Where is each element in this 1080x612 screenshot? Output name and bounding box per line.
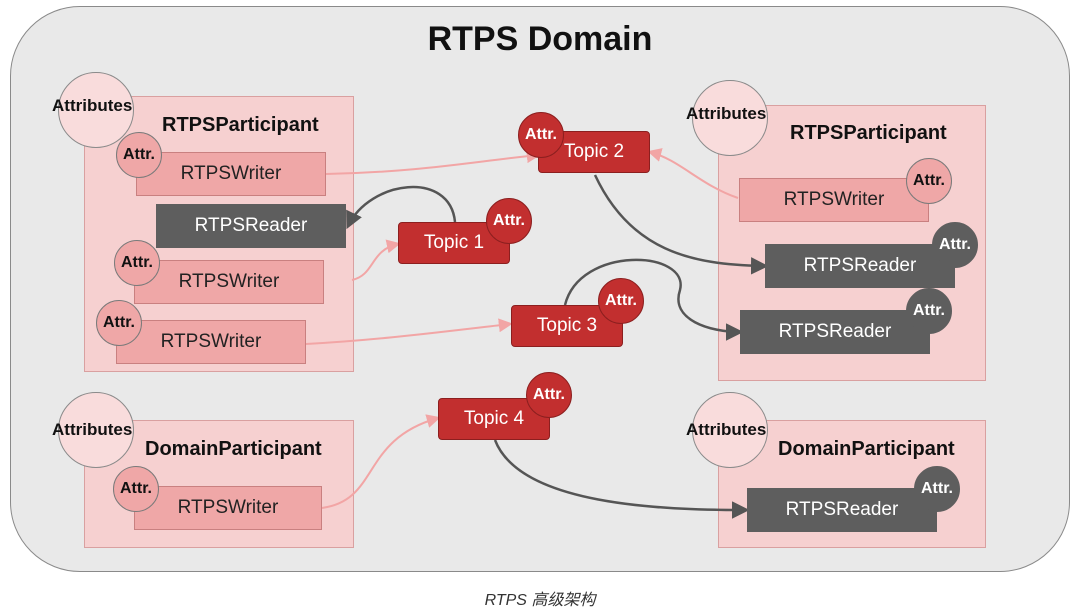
topic-attr-badge: Attr. <box>518 112 564 158</box>
link-topic2-reader <box>593 174 769 275</box>
link-writer-topic3 <box>305 318 513 345</box>
rtps-reader: RTPSReader <box>747 488 937 532</box>
writer-attr-badge: Attr. <box>96 300 142 346</box>
link-topic4-reader <box>493 439 750 519</box>
attributes-label: Attributes <box>686 420 767 439</box>
rtps-reader: RTPSReader <box>156 204 346 248</box>
rtps-writer: RTPSWriter <box>134 486 322 530</box>
reader-attr-badge: Attr. <box>932 222 978 268</box>
rtps-writer: RTPSWriter <box>134 260 324 304</box>
writer-attr-badge: Attr. <box>114 240 160 286</box>
link-writer-topic2 <box>325 149 541 175</box>
domain-participant-title: DomainParticipant <box>778 438 955 460</box>
topic-4: Topic 4 <box>438 398 550 440</box>
attributes-label: Attributes <box>686 104 767 123</box>
rtps-writer: RTPSWriter <box>136 152 326 196</box>
attributes-label: Attributes <box>52 96 133 115</box>
writer-attr-badge: Attr. <box>113 466 159 512</box>
reader-attr-badge: Attr. <box>914 466 960 512</box>
attributes-circle <box>58 392 134 468</box>
link-writer-topic2-right <box>647 148 739 199</box>
rtps-reader: RTPSReader <box>765 244 955 288</box>
rtps-writer: RTPSWriter <box>116 320 306 364</box>
link-writer-topic4 <box>321 414 441 509</box>
topic-attr-badge: Attr. <box>526 372 572 418</box>
attributes-circle <box>58 72 134 148</box>
rtps-reader: RTPSReader <box>740 310 930 354</box>
link-topic3-reader <box>563 258 744 341</box>
domain-participant-title: DomainParticipant <box>145 438 322 460</box>
rtps-writer: RTPSWriter <box>739 178 929 222</box>
writer-attr-badge: Attr. <box>116 132 162 178</box>
participant-title: RTPSParticipant <box>162 114 319 136</box>
link-topic1-reader <box>346 186 457 230</box>
domain-title: RTPS Domain <box>427 20 653 58</box>
topic-attr-badge: Attr. <box>598 278 644 324</box>
attributes-label: Attributes <box>52 420 133 439</box>
attributes-circle <box>692 392 768 468</box>
figure-caption: RTPS 高级架构 <box>484 592 596 609</box>
reader-attr-badge: Attr. <box>906 288 952 334</box>
attributes-circle <box>692 80 768 156</box>
participant-title: RTPSParticipant <box>790 122 947 144</box>
writer-attr-badge: Attr. <box>906 158 952 204</box>
link-writer-topic1 <box>351 239 401 281</box>
topic-attr-badge: Attr. <box>486 198 532 244</box>
